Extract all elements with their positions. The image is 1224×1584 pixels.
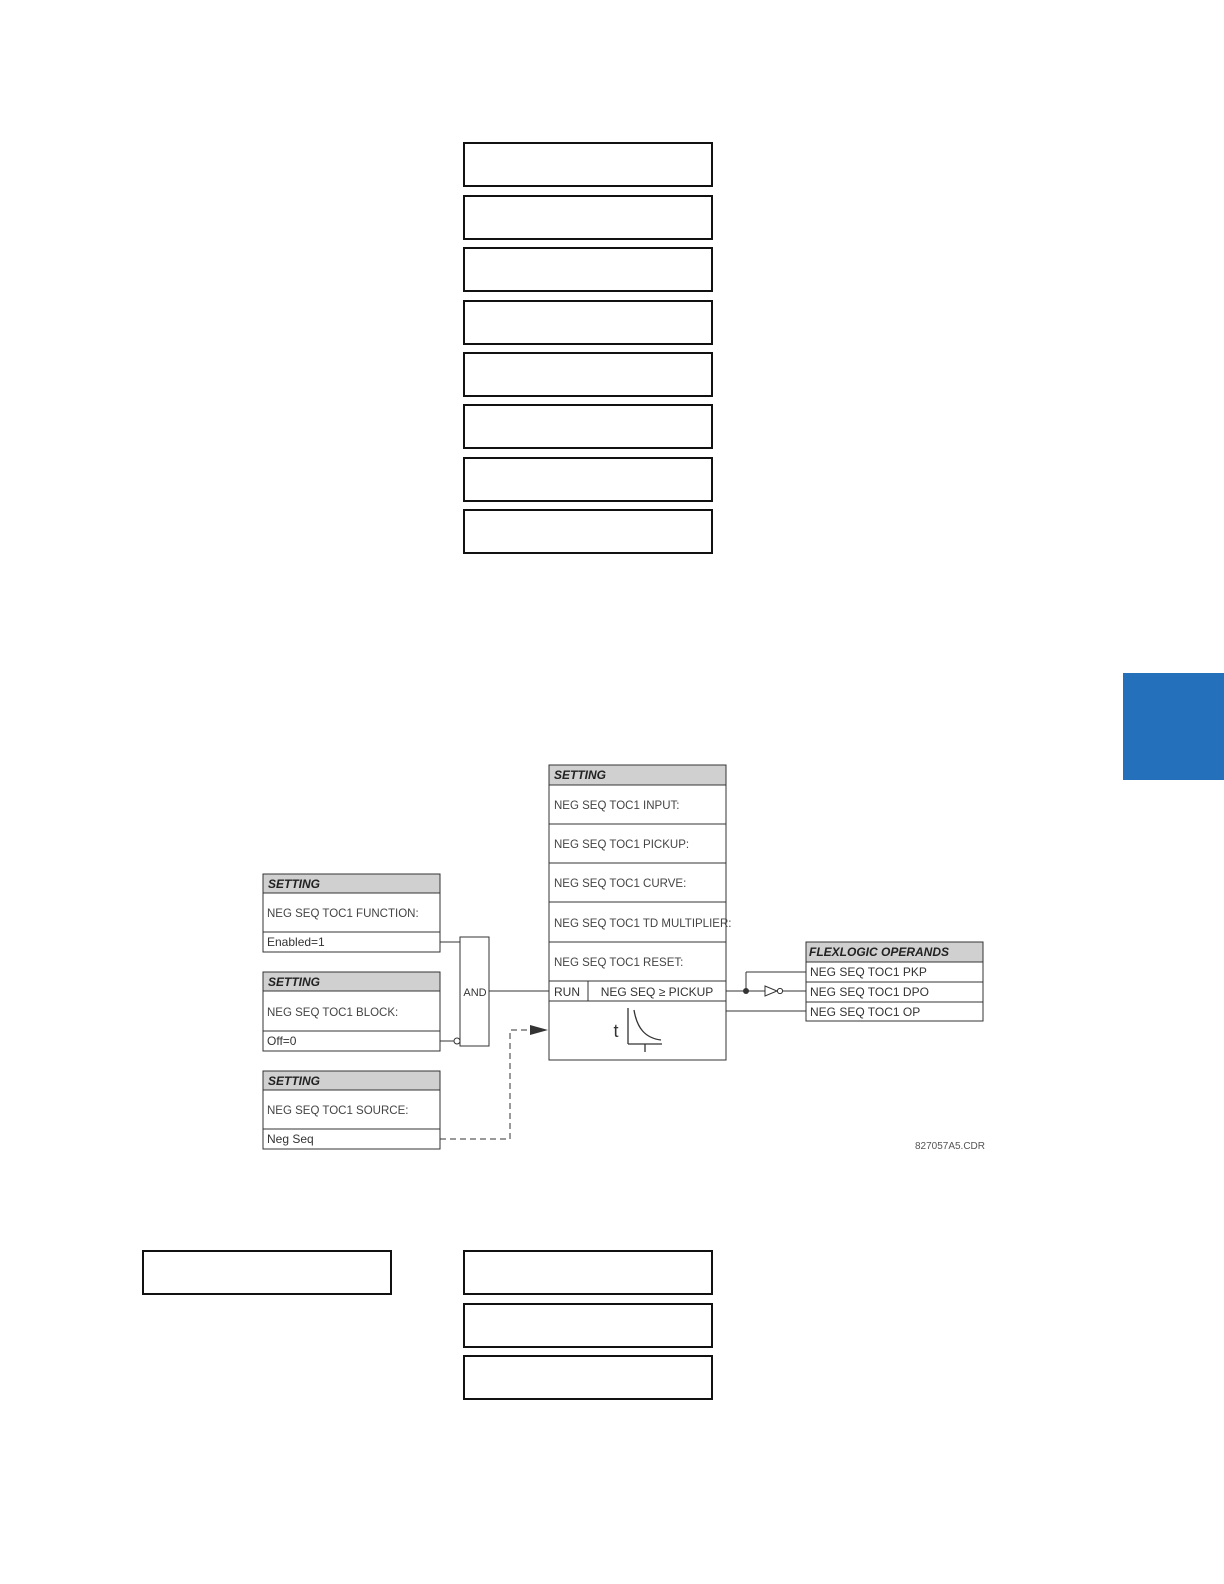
menu-box-1 [463,142,713,187]
setting-block-header: SETTING [268,975,320,989]
setting-main-row-input: NEG SEQ TOC1 INPUT: [554,800,679,812]
figure-id: 827057A5.CDR [915,1141,985,1152]
run-label: RUN [554,985,580,999]
setting-function-header: SETTING [268,877,320,891]
setting-function-label: NEG SEQ TOC1 FUNCTION: [267,908,419,920]
operand-dpo: NEG SEQ TOC1 DPO [810,985,929,999]
inverse-time-curve-icon [627,1008,662,1052]
source-arrow [530,1025,548,1035]
flexlogic-header: FLEXLOGIC OPERANDS [809,945,949,959]
curve-time-symbol: t [613,1021,618,1041]
inverter-triangle [764,985,779,997]
menu-box-bottom-left [142,1250,392,1295]
setting-source-label: NEG SEQ TOC1 SOURCE: [267,1105,408,1117]
menu-box-8 [463,509,713,554]
setting-function-value: Enabled=1 [267,935,325,949]
setting-main-row-td-multiplier: NEG SEQ TOC1 TD MULTIPLIER: [554,918,731,930]
setting-main-row-reset: NEG SEQ TOC1 RESET: [554,957,683,969]
inverter-bubble [776,987,784,995]
operand-pkp: NEG SEQ TOC1 PKP [810,965,927,979]
setting-source-header: SETTING [268,1074,320,1088]
pickup-condition: NEG SEQ ≥ PICKUP [601,985,714,999]
and-gate-label: AND [463,987,486,999]
chapter-tab [1123,673,1224,780]
setting-block-label: NEG SEQ TOC1 BLOCK: [267,1007,398,1019]
setting-main-row-pickup: NEG SEQ TOC1 PICKUP: [554,839,689,851]
setting-function-block: SETTING NEG SEQ TOC1 FUNCTION: Enabled=1 [262,873,441,953]
setting-source-block: SETTING NEG SEQ TOC1 SOURCE: Neg Seq [262,1070,441,1150]
setting-source-value: Neg Seq [267,1132,314,1146]
menu-box-3 [463,247,713,292]
menu-box-5 [463,352,713,397]
menu-box-6 [463,404,713,449]
menu-box-2 [463,195,713,240]
flexlogic-operands-block: FLEXLOGIC OPERANDS NEG SEQ TOC1 PKP NEG … [805,941,984,1022]
setting-main-row-curve: NEG SEQ TOC1 CURVE: [554,878,686,890]
menu-box-bottom-2 [463,1303,713,1348]
menu-box-bottom-1 [463,1250,713,1295]
setting-main-block: SETTING NEG SEQ TOC1 INPUT: NEG SEQ TOC1… [548,764,731,1061]
menu-box-7 [463,457,713,502]
setting-main-header: SETTING [554,768,606,782]
setting-block-block: SETTING NEG SEQ TOC1 BLOCK: Off=0 [262,971,441,1052]
wires-inputs [440,941,549,1140]
operand-op: NEG SEQ TOC1 OP [810,1005,920,1019]
setting-block-value: Off=0 [267,1034,297,1048]
menu-box-4 [463,300,713,345]
menu-box-bottom-3 [463,1355,713,1400]
and-gate: AND [459,936,490,1047]
junction-dot [743,988,749,994]
